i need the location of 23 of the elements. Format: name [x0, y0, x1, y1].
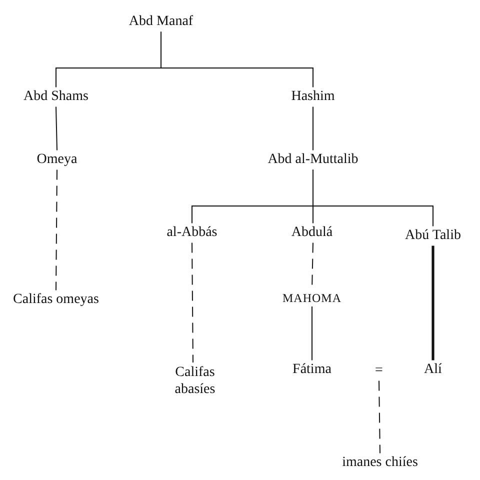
person-name: imanes chiíes: [342, 454, 418, 472]
person-name: Abd Shams: [24, 88, 88, 106]
person-name: Abdulá: [291, 224, 333, 242]
connector-line: [56, 106, 58, 151]
person-name: Abd Manaf: [128, 13, 194, 31]
person-name: MAHOMA: [282, 290, 342, 306]
connector-line: [378, 380, 380, 454]
connector-line: [56, 169, 58, 291]
person-name: Alí: [424, 361, 442, 379]
person-name: =: [375, 362, 383, 380]
person-name: Califas omeyas: [13, 291, 99, 309]
connector-line: [312, 106, 314, 151]
connector-line: [160, 31, 314, 88]
connector-line: [432, 246, 434, 360]
person-name: Omeya: [36, 151, 78, 169]
person-name: al-Abbás: [166, 224, 218, 242]
connector-line: [312, 169, 434, 227]
person-name: Abú Talib: [405, 227, 461, 245]
person-name: Abd al-Muttalib: [268, 151, 358, 169]
connector-line: [192, 242, 194, 363]
person-name: Hashim: [291, 88, 335, 106]
person-name: Fátima: [292, 361, 332, 379]
person-name: Califas abasíes: [166, 364, 224, 398]
